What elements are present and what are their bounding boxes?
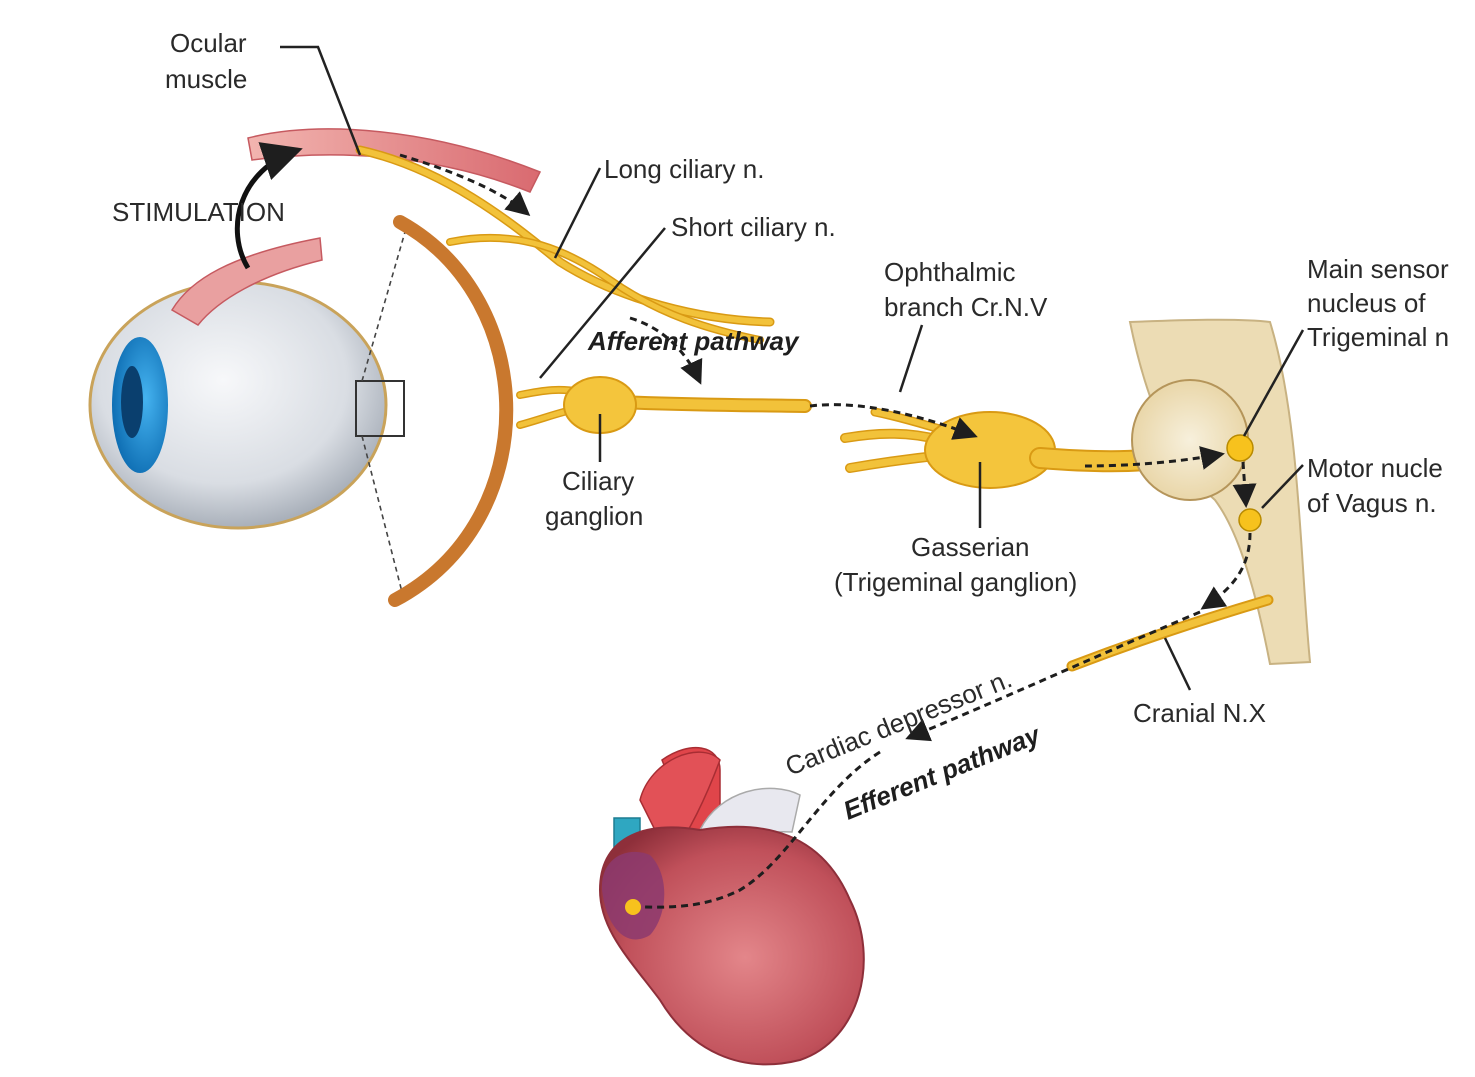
ocular-muscle-illustration xyxy=(172,129,540,325)
label-stimulation: STIMULATION xyxy=(112,197,285,227)
label-main-sensory-line2: nucleus of xyxy=(1307,288,1426,318)
retina-arc xyxy=(395,222,506,600)
heart-illustration xyxy=(600,748,864,1065)
label-ophthalmic-line1: Ophthalmic xyxy=(884,257,1016,287)
signal-pathway xyxy=(400,155,1250,907)
label-main-sensory-line1: Main sensor xyxy=(1307,254,1449,284)
label-ocular-muscle-line1: Ocular xyxy=(170,28,247,58)
label-motor-nucleus-line1: Motor nucle xyxy=(1307,453,1443,483)
label-afferent-pathway: Afferent pathway xyxy=(587,326,800,356)
label-ophthalmic-line2: branch Cr.N.V xyxy=(884,292,1048,322)
label-ciliary-ganglion-line1: Ciliary xyxy=(562,466,634,496)
label-ocular-muscle-line2: muscle xyxy=(165,64,247,94)
label-short-ciliary-nerve: Short ciliary n. xyxy=(671,212,836,242)
gasserian-ganglion xyxy=(845,412,1145,488)
motor-nucleus-dot xyxy=(1239,509,1261,531)
label-main-sensory-line3: Trigeminal n xyxy=(1307,322,1449,352)
main-sensory-nucleus-dot xyxy=(1227,435,1253,461)
label-gasserian-line2: (Trigeminal ganglion) xyxy=(834,567,1077,597)
label-ciliary-ganglion-line2: ganglion xyxy=(545,501,643,531)
label-long-ciliary-nerve: Long ciliary n. xyxy=(604,154,764,184)
label-motor-nucleus-line2: of Vagus n. xyxy=(1307,488,1437,518)
label-cranial-nerve-x: Cranial N.X xyxy=(1133,698,1266,728)
sa-node-dot xyxy=(625,899,641,915)
label-gasserian-line1: Gasserian xyxy=(911,532,1030,562)
